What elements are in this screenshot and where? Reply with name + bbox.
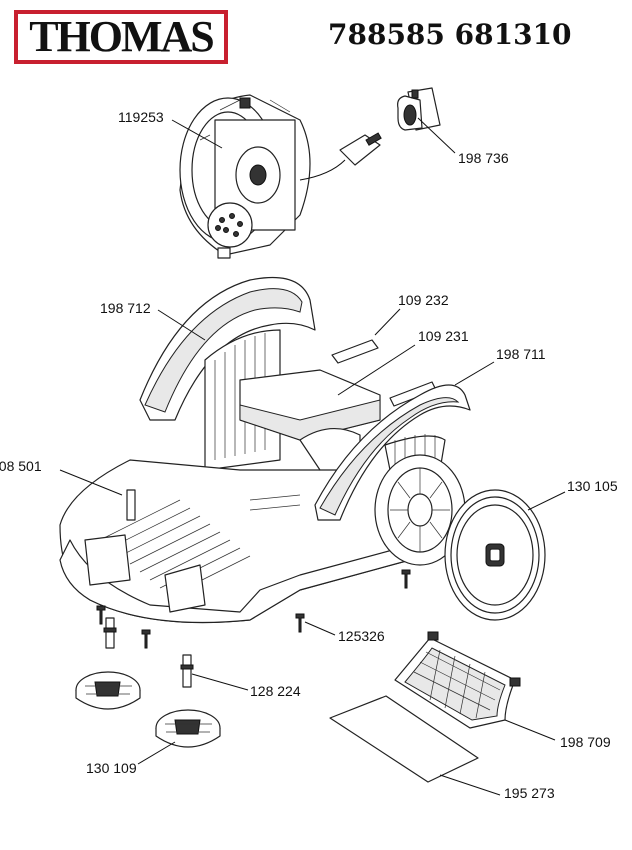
callout-130105: 130 105 <box>567 478 618 494</box>
callout-109232: 109 232 <box>398 292 449 308</box>
callout-128224: 128 224 <box>250 683 301 699</box>
filter-mat-part <box>329 695 479 783</box>
thomas-logo: THOMAS <box>14 10 228 64</box>
callout-109231: 109 231 <box>418 328 469 344</box>
callout-198709: 198 709 <box>560 734 611 750</box>
callout-198711: 198 711 <box>496 346 546 362</box>
grille-part <box>394 631 521 729</box>
model-part-numbers: 788585 681310 <box>328 18 572 51</box>
rear-wheel-inner <box>374 454 466 566</box>
wheel-part <box>444 489 546 621</box>
callout-108501: 108 501 <box>0 458 42 474</box>
castor-wheel-2 <box>155 709 221 748</box>
axle-pins <box>103 617 194 688</box>
callout-130109: 130 109 <box>86 760 137 776</box>
vacuum-body-chassis <box>59 369 431 624</box>
callout-198736: 198 736 <box>458 150 509 166</box>
screws <box>96 569 411 649</box>
callout-198712: 198 712 <box>100 300 151 316</box>
leader-lines <box>59 117 566 796</box>
logo-text: THOMAS <box>29 12 215 61</box>
castor-wheel-1 <box>75 671 141 710</box>
callout-125326: 125326 <box>338 628 385 644</box>
callout-195273: 195 273 <box>504 785 555 801</box>
callout-119253: 119253 <box>118 109 164 125</box>
motor-reel-assembly <box>179 94 382 259</box>
cable-socket-part <box>397 87 441 131</box>
filter-pad-upper <box>331 339 379 364</box>
callout-labels: 119253 198 736 198 712 109 232 109 231 1… <box>0 109 618 801</box>
